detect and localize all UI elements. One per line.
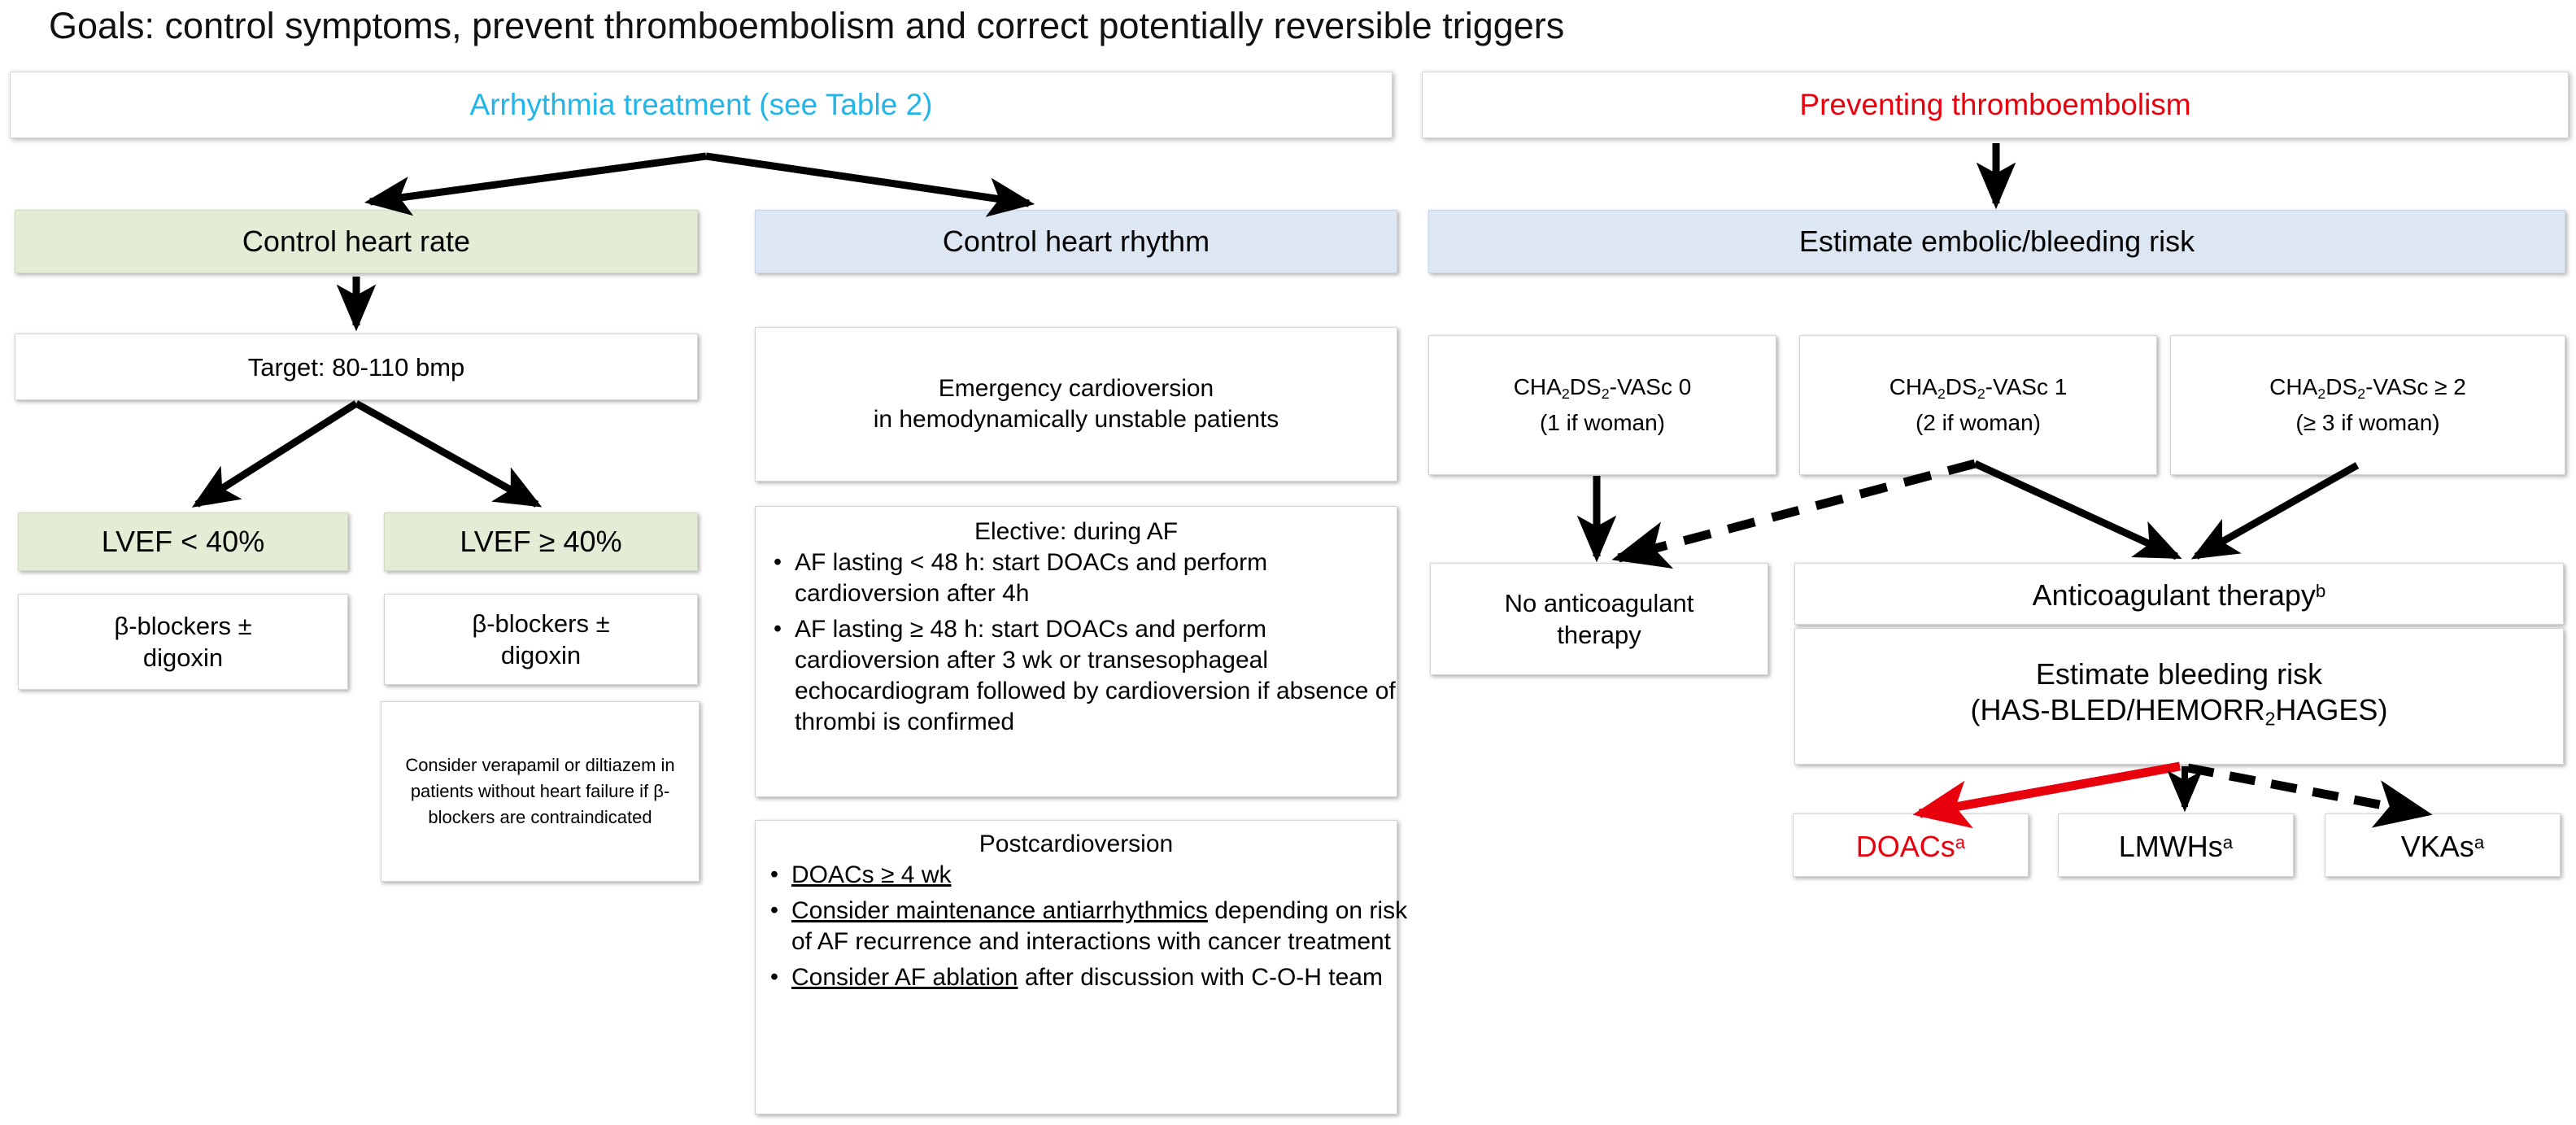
chads-score-2-box: CHA2DS2-VASc ≥ 2 (≥ 3 if woman) <box>2170 335 2565 475</box>
estimate-bleeding-risk-line1: Estimate bleeding risk <box>2035 656 2323 691</box>
doacs-label: DOACsa <box>1855 830 1966 864</box>
arrhythmia-treatment-header-box: Arrhythmia treatment (see Table 2) <box>10 72 1393 138</box>
emergency-cardioversion-line2: in hemodynamically unstable patients <box>873 406 1279 433</box>
elective-af-title: Elective: during AF <box>974 518 1179 545</box>
estimate-embolic-bleeding-risk-label: Estimate embolic/bleeding risk <box>1798 225 2195 258</box>
chads-score-0-box: CHA2DS2-VASc 0 (1 if woman) <box>1428 335 1776 475</box>
control-heart-rhythm-box: Control heart rhythm <box>755 210 1397 273</box>
control-heart-rate-box: Control heart rate <box>15 210 698 273</box>
no-anticoagulant-line1: No anticoagulant <box>1504 589 1694 617</box>
elective-af-box: Elective: during AF AF lasting < 48 h: s… <box>755 506 1397 797</box>
postcardioversion-bullet-1-underlined: Consider maintenance antiarrhythmics <box>791 897 1208 924</box>
edge-arrhythmia-to-rate <box>364 152 707 216</box>
anticoagulant-therapy-label: Anticoagulant therapyb <box>2032 578 2326 613</box>
lmwhs-box: LMWHsa <box>2058 813 2294 877</box>
chads-score-1-title: CHA2DS2-VASc 1 <box>1889 373 2068 402</box>
estimate-bleeding-risk-line2: (HAS-BLED/HEMORR2HAGES) <box>1970 692 2388 730</box>
edge-score2-to-anticoag <box>2190 462 2360 560</box>
chads-score-1-note: (2 if woman) <box>1915 410 2042 435</box>
list-item: Consider AF ablation after discussion wi… <box>770 961 1410 993</box>
postcardioversion-bullet-list: DOACs ≥ 4 wk Consider maintenance antiar… <box>767 859 1410 998</box>
chads-score-2-title: CHA2DS2-VASc ≥ 2 <box>2269 373 2466 402</box>
preventing-thromboembolism-label: Preventing thromboembolism <box>1799 88 2191 121</box>
verapamil-note-label: Consider verapamil or diltiazem in patie… <box>405 755 675 827</box>
doacs-box: DOACsa <box>1793 813 2029 877</box>
edge-arrhythmia-to-rhythm <box>705 152 1035 217</box>
chads-score-1-box: CHA2DS2-VASc 1 (2 if woman) <box>1799 335 2157 475</box>
lvef-low-treatment-line1: β-blockers ± <box>114 612 252 640</box>
edge-bleeding-to-vkas-dashed <box>2186 763 2433 828</box>
postcardioversion-bullet-0-underlined: DOACs ≥ 4 wk <box>791 861 952 888</box>
lvef-high-treatment-line2: digoxin <box>500 641 582 669</box>
emergency-cardioversion-line1: Emergency cardioversion <box>938 375 1214 402</box>
postcardioversion-bullet-2-underlined: Consider AF ablation <box>791 964 1018 991</box>
control-heart-rate-label: Control heart rate <box>242 225 471 258</box>
elective-af-bullet-list: AF lasting < 48 h: start DOACs and perfo… <box>767 547 1413 743</box>
postcardioversion-box: Postcardioversion DOACs ≥ 4 wk Consider … <box>755 820 1407 1114</box>
postcardioversion-title: Postcardioversion <box>979 831 1174 857</box>
lvef-low-treatment-line2: digoxin <box>142 643 224 672</box>
chads-score-0-title: CHA2DS2-VASc 0 <box>1513 373 1692 402</box>
target-rate-label: Target: 80-110 bmp <box>247 352 465 382</box>
list-item: AF lasting ≥ 48 h: start DOACs and perfo… <box>774 613 1413 738</box>
vkas-box: VKAsa <box>2325 813 2561 877</box>
lvef-high-treatment-box: β-blockers ± digoxin <box>384 594 698 685</box>
list-item: DOACs ≥ 4 wk <box>770 859 1410 891</box>
lmwhs-label: LMWHsa <box>2118 830 2234 864</box>
lvef-high-box: LVEF ≥ 40% <box>384 512 698 571</box>
estimate-bleeding-risk-box: Estimate bleeding risk (HAS-BLED/HEMORR2… <box>1794 628 2564 765</box>
chads-score-2-note: (≥ 3 if woman) <box>2295 410 2440 435</box>
list-item: Consider maintenance antiarrhythmics dep… <box>770 895 1410 957</box>
lvef-low-label: LVEF < 40% <box>101 525 265 558</box>
page-title: Goals: control symptoms, prevent thrombo… <box>49 5 1565 46</box>
verapamil-note-box: Consider verapamil or diltiazem in patie… <box>381 701 700 882</box>
edge-target-to-lvef-low <box>191 400 359 508</box>
control-heart-rhythm-label: Control heart rhythm <box>942 225 1210 258</box>
preventing-thromboembolism-header-box: Preventing thromboembolism <box>1422 72 2569 138</box>
estimate-embolic-bleeding-risk-box: Estimate embolic/bleeding risk <box>1428 210 2565 273</box>
lvef-high-treatment-line1: β-blockers ± <box>472 609 610 638</box>
edge-score1-to-no-anticoag-dashed <box>1611 459 1977 569</box>
anticoagulant-therapy-box: Anticoagulant therapyb <box>1794 563 2564 625</box>
target-rate-box: Target: 80-110 bmp <box>15 334 698 400</box>
no-anticoagulant-line2: therapy <box>1557 621 1641 649</box>
emergency-cardioversion-box: Emergency cardioversion in hemodynamical… <box>755 327 1397 482</box>
arrhythmia-treatment-label: Arrhythmia treatment (see Table 2) <box>469 88 933 121</box>
list-item: AF lasting < 48 h: start DOACs and perfo… <box>774 547 1413 609</box>
edge-bleeding-to-doacs-red <box>1912 761 2181 829</box>
edge-score1-to-anticoag <box>1973 460 2182 560</box>
vkas-label: VKAsa <box>2400 830 2485 864</box>
postcardioversion-bullet-2-rest: after discussion with C-O-H team <box>1018 964 1383 991</box>
lvef-high-label: LVEF ≥ 40% <box>460 525 622 558</box>
lvef-low-box: LVEF < 40% <box>18 512 348 571</box>
edge-target-to-lvef-high <box>354 400 543 508</box>
lvef-low-treatment-box: β-blockers ± digoxin <box>18 594 348 690</box>
no-anticoagulant-therapy-box: No anticoagulant therapy <box>1430 563 1768 675</box>
postcardioversion-bullet-1-rest: depending on risk of AF recurrence and i… <box>791 897 1408 955</box>
chads-score-0-note: (1 if woman) <box>1539 410 1666 435</box>
